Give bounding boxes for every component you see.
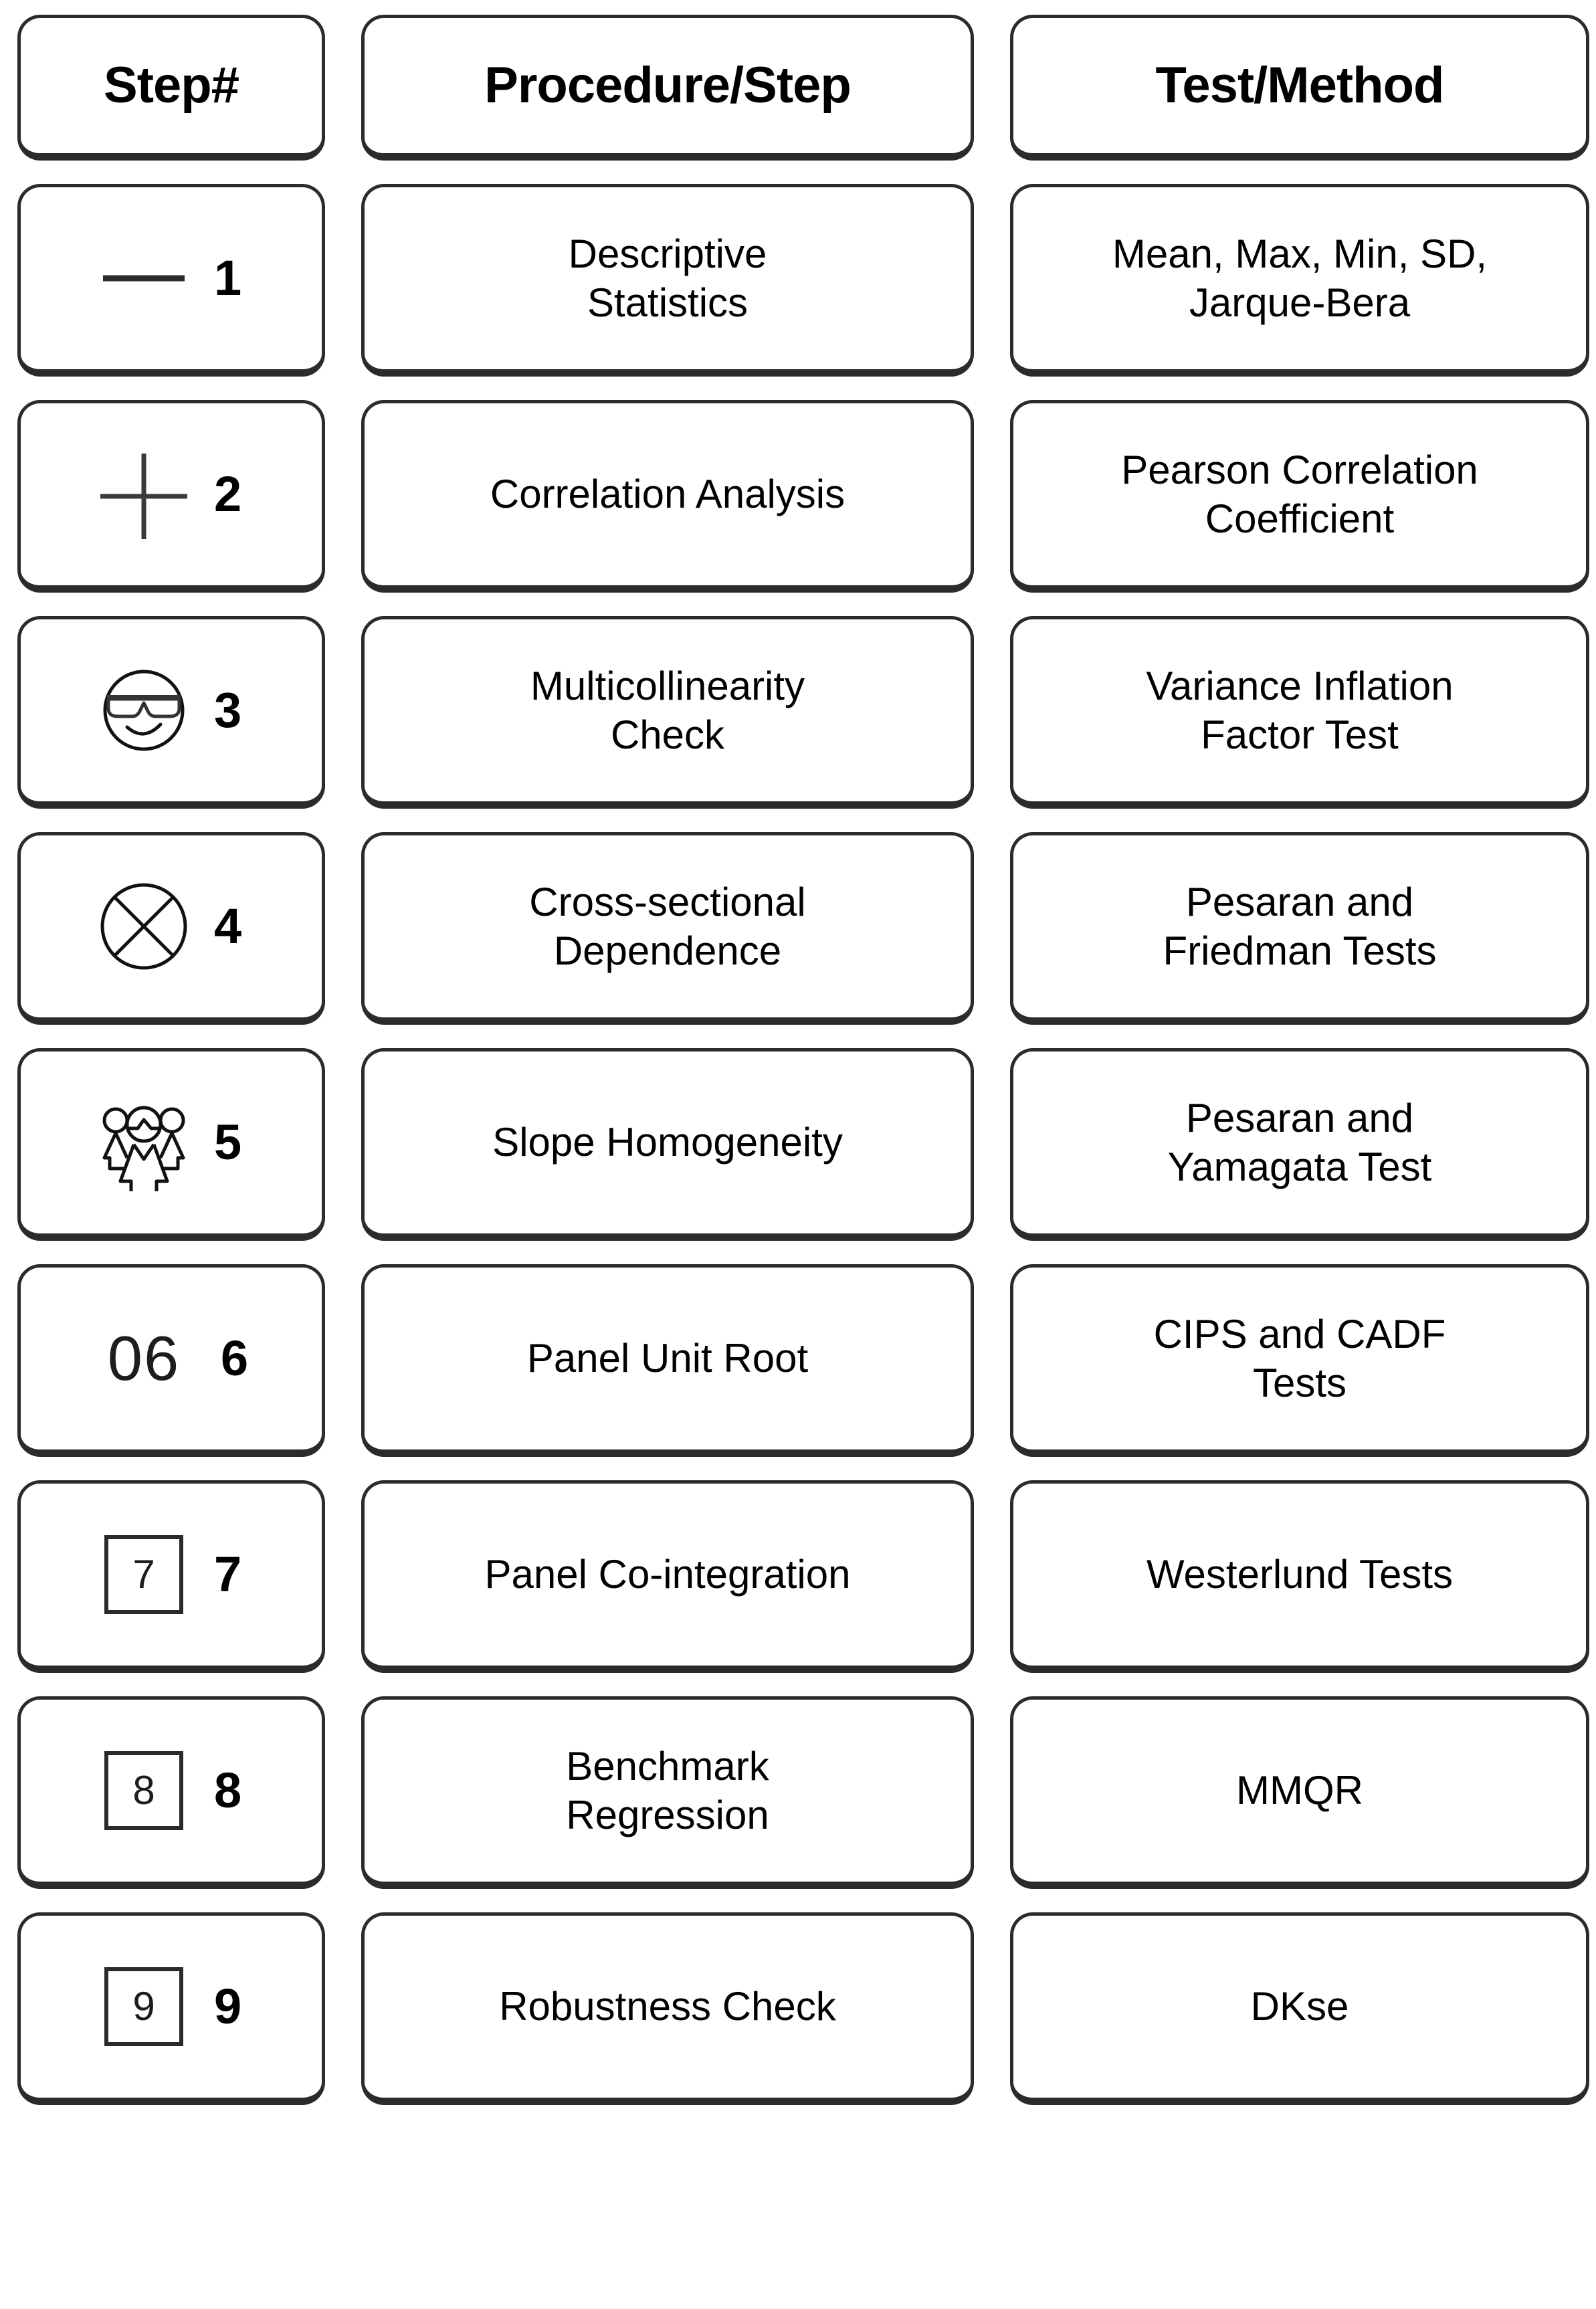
procedure-label: Slope Homogeneity <box>492 1120 843 1165</box>
minus-line-icon <box>94 228 194 328</box>
numeral-06-icon: 06 <box>87 1308 201 1409</box>
table-row: 7 7 Panel Co-integration Westerlund Test… <box>17 1480 1589 1673</box>
test-cell-9: DKse <box>1010 1912 1589 2105</box>
step-cell-3: 3 <box>17 616 325 809</box>
procedure-label: Robustness Check <box>499 1984 836 2029</box>
step-cell-5: 5 <box>17 1048 325 1241</box>
step-cell-7: 7 7 <box>17 1480 325 1673</box>
boxed-numeral-9-icon: 9 <box>94 1956 194 2057</box>
boxed-numeral-8-text: 8 <box>104 1751 183 1830</box>
table-header-row: Step# Procedure/Step Test/Method <box>17 15 1589 161</box>
table-row: 9 9 Robustness Check DKse <box>17 1912 1589 2105</box>
header-cell-procedure: Procedure/Step <box>361 15 974 161</box>
test-label: MMQR <box>1236 1768 1363 1813</box>
procedure-cell-9: Robustness Check <box>361 1912 974 2105</box>
step-number: 3 <box>214 682 242 738</box>
step-number: 9 <box>214 1979 242 2034</box>
step-cell-8: 8 8 <box>17 1696 325 1889</box>
table-row: 2 Correlation Analysis Pearson Correlati… <box>17 400 1589 593</box>
step-number: 4 <box>214 898 242 954</box>
step-cell-2: 2 <box>17 400 325 593</box>
step-number: 5 <box>214 1114 242 1170</box>
step-number: 7 <box>214 1546 242 1602</box>
people-group-icon <box>94 1092 194 1193</box>
table-grid: Step# Procedure/Step Test/Method 1 <box>17 15 1589 2105</box>
plus-cross-icon <box>94 444 194 544</box>
boxed-numeral-9-text: 9 <box>104 1967 183 2046</box>
procedure-cell-7: Panel Co-integration <box>361 1480 974 1673</box>
test-cell-7: Westerlund Tests <box>1010 1480 1589 1673</box>
step-number: 8 <box>214 1763 242 1818</box>
procedure-cell-5: Slope Homogeneity <box>361 1048 974 1241</box>
boxed-numeral-7-text: 7 <box>104 1535 183 1614</box>
circle-x-icon <box>94 876 194 977</box>
step-number: 2 <box>214 466 242 522</box>
procedure-cell-6: Panel Unit Root <box>361 1264 974 1457</box>
procedure-label: Panel Unit Root <box>526 1336 809 1381</box>
test-label: DKse <box>1250 1984 1349 2029</box>
test-cell-8: MMQR <box>1010 1696 1589 1889</box>
procedure-label: Panel Co-integration <box>484 1552 851 1597</box>
test-label: Mean, Max, Min, SD,Jarque-Bera <box>1112 231 1488 325</box>
step-cell-6: 06 6 <box>17 1264 325 1457</box>
procedure-cell-2: Correlation Analysis <box>361 400 974 593</box>
step-cell-4: 4 <box>17 832 325 1025</box>
numeral-06-text: 06 <box>107 1323 181 1393</box>
header-cell-test: Test/Method <box>1010 15 1589 161</box>
header-label-step: Step# <box>104 57 239 114</box>
step-number: 6 <box>221 1330 249 1386</box>
procedure-label: Correlation Analysis <box>490 472 845 517</box>
boxed-numeral-8-icon: 8 <box>94 1740 194 1841</box>
header-label-procedure: Procedure/Step <box>484 57 852 114</box>
test-cell-1: Mean, Max, Min, SD,Jarque-Bera <box>1010 184 1589 377</box>
header-label-test: Test/Method <box>1155 57 1445 114</box>
test-label: Westerlund Tests <box>1146 1552 1453 1597</box>
boxed-numeral-7-icon: 7 <box>94 1524 194 1625</box>
step-cell-1: 1 <box>17 184 325 377</box>
header-cell-step: Step# <box>17 15 325 161</box>
step-cell-9: 9 9 <box>17 1912 325 2105</box>
sunglasses-face-icon <box>94 660 194 761</box>
step-number: 1 <box>214 250 242 306</box>
